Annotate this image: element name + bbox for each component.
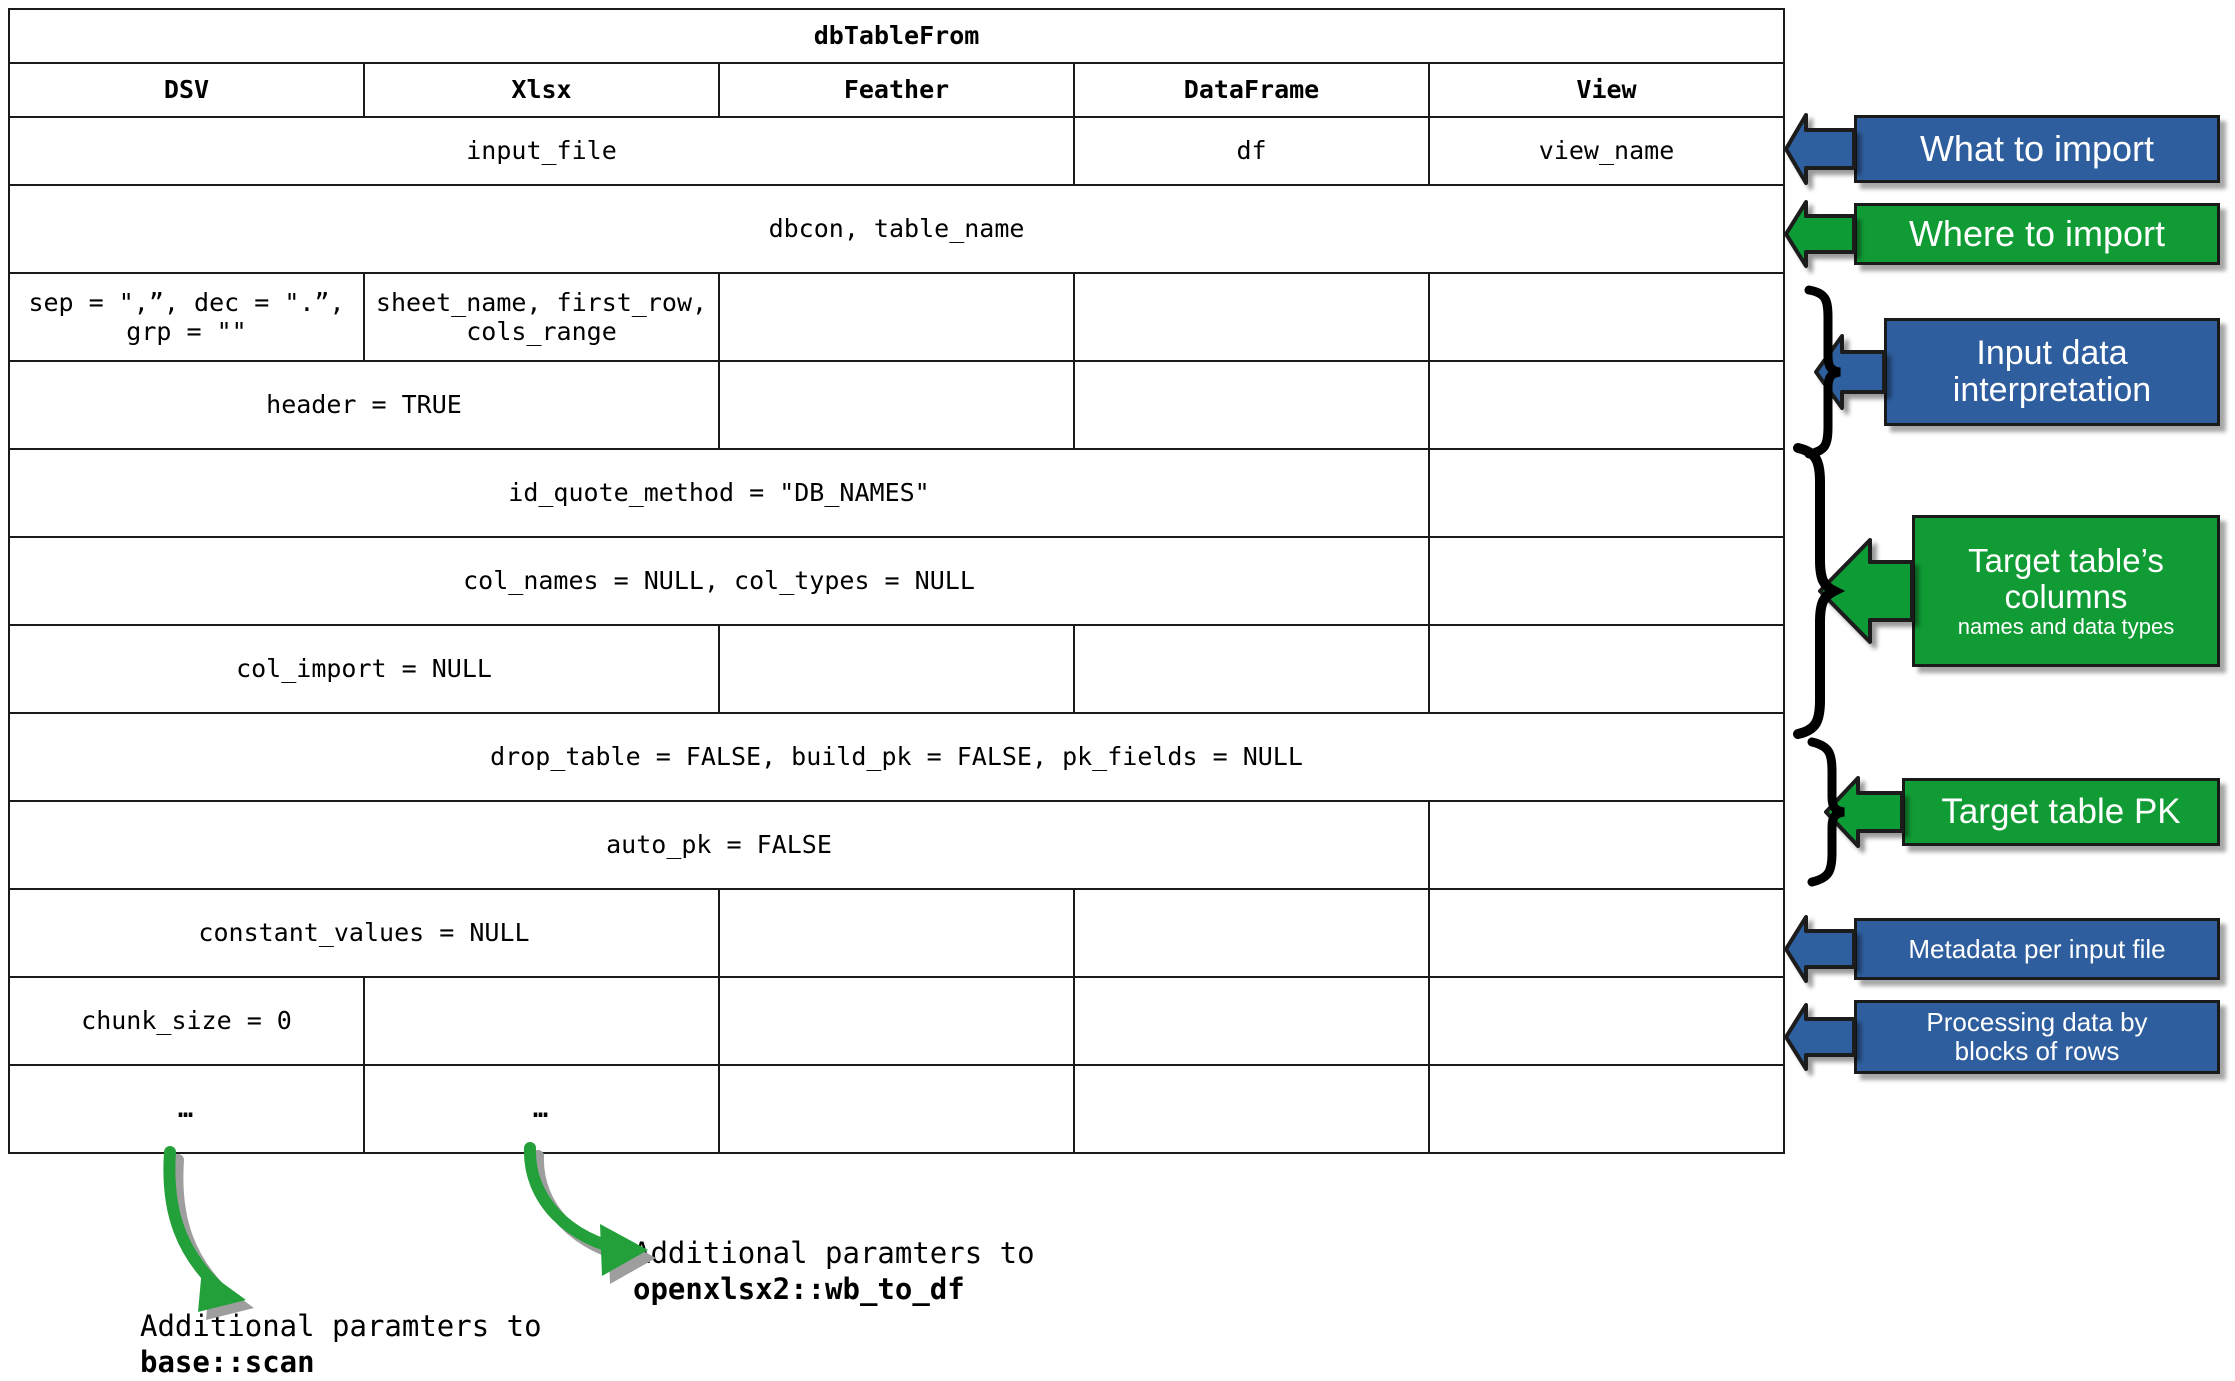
cell-header: header = TRUE [8,360,720,450]
table-row: constant_values = NULL [8,888,1786,978]
table-row: auto_pk = FALSE [8,800,1786,890]
column-header-dsv: DSV [8,62,365,118]
column-header-feather: Feather [718,62,1075,118]
arrow-target-table-pk [1824,776,1904,848]
cell-constant-values: constant_values = NULL [8,888,720,978]
table-title: dbTableFrom [7,8,1786,64]
cell-col-import: col_import = NULL [8,624,720,714]
cell-na [363,976,720,1066]
cell-what-to-import: input_file [8,116,1075,186]
callout-metadata-per-input-file: Metadata per input file [1854,918,2220,980]
callout-where-to-import: Where to import [1854,203,2220,265]
brace-input-data [1804,285,1841,459]
cell-na [718,624,1075,714]
table-title-row: dbTableFrom [7,8,1786,64]
cell-na [1427,536,1786,626]
brace-target-columns [1793,443,1846,739]
table-row: drop_table = FALSE, build_pk = FALSE, pk… [7,712,1786,802]
footnote-code: openxlsx2::wb_to_df [633,1272,965,1307]
brace-target-pk [1807,737,1845,887]
cell-na [1427,624,1786,714]
cell-more-params: … [363,1064,720,1154]
cell-where-to-import: dbcon, table_name [7,184,1786,274]
callout-label: Processing data by blocks of rows [1926,1007,2148,1066]
cell-na [718,888,1075,978]
callout-target-table-pk: Target table PK [1902,778,2220,846]
callout-what-to-import: What to import [1854,115,2220,183]
table-row: …… [8,1064,1786,1154]
callout-processing-blocks: Processing data by blocks of rows [1854,1000,2220,1074]
curved-arrow-base-scan [163,1146,254,1320]
cell-na [718,272,1075,362]
footnote-text: Additional paramters to [140,1309,542,1343]
callout-label: Target table’s columns [1968,541,2164,615]
cell-na [718,1064,1075,1154]
column-header-dataframe: DataFrame [1073,62,1430,118]
table-row: dbcon, table_name [7,184,1786,274]
cell-na [1427,1064,1786,1154]
table-row: chunk_size = 0 [8,976,1786,1066]
cell-auto-pk: auto_pk = FALSE [8,800,1430,890]
callout-label: Input data interpretation [1952,333,2152,409]
cell-na [1427,888,1786,978]
cell-na [1427,800,1786,890]
callout-label: Where to import [1908,213,2166,255]
column-header-xlsx: Xlsx [363,62,720,118]
cell-na [1073,360,1430,450]
cell-col-names-types: col_names = NULL, col_types = NULL [8,536,1430,626]
cell-na [1073,1064,1430,1154]
footnote-code: base::scan [140,1345,315,1380]
cell-id-quote-method: id_quote_method = "DB_NAMES" [8,448,1430,538]
table-row: col_names = NULL, col_types = NULL [8,536,1786,626]
footnote-text: Additional paramters to [633,1236,1035,1270]
callout-label: Target table PK [1941,791,2181,831]
cell-na [1073,624,1430,714]
cell-na [1427,448,1786,538]
arrow-where-to-import [1784,200,1856,268]
callout-sublabel: names and data types [1957,614,2175,640]
cell-na [1427,360,1786,450]
cell-what-to-import: view_name [1427,116,1786,186]
cell-na [1073,888,1430,978]
arrow-what-to-import [1784,113,1856,185]
cell-chunk-size: chunk_size = 0 [8,976,365,1066]
column-header-view: View [1427,62,1786,118]
callout-target-table-columns: Target table’s columns names and data ty… [1912,515,2220,667]
table-row: header = TRUE [8,360,1786,450]
arrow-input-data-interpretation [1814,334,1886,410]
cell-sep-dec-grp: sep = ",”, dec = ".”, grp = "" [8,272,365,362]
cell-na [718,976,1075,1066]
cell-na [1073,272,1430,362]
cell-na [1073,976,1430,1066]
cell-na [1427,976,1786,1066]
table-row: sep = ",”, dec = ".”, grp = ""sheet_name… [8,272,1786,362]
cell-na [1427,272,1786,362]
cell-na [718,360,1075,450]
cell-drop-table-build-pk: drop_table = FALSE, build_pk = FALSE, pk… [7,712,1786,802]
table-row: col_import = NULL [8,624,1786,714]
arrow-processing-blocks [1784,1003,1856,1071]
callout-label: Metadata per input file [1908,933,2166,964]
callout-input-data-interpretation: Input data interpretation [1884,318,2220,426]
arrow-target-table-columns [1818,538,1914,644]
cell-sep-dec-grp: sheet_name, first_row, cols_range [363,272,720,362]
table-row: id_quote_method = "DB_NAMES" [8,448,1786,538]
cell-more-params: … [8,1064,365,1154]
callout-label: What to import [1919,128,2155,170]
footnote-base-scan: Additional paramters to base::scan [140,1308,542,1381]
cell-what-to-import: df [1073,116,1430,186]
footnote-openxlsx2-wb-to-df: Additional paramters to openxlsx2::wb_to… [633,1235,1035,1308]
arrow-metadata-per-input-file [1784,915,1856,983]
